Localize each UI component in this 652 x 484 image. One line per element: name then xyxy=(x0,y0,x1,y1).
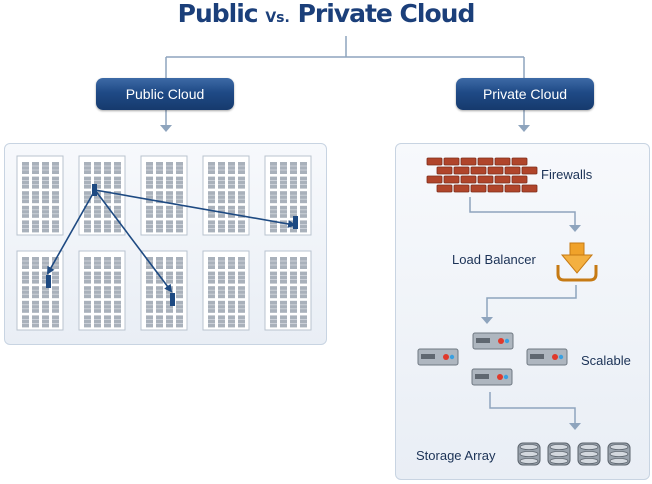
server-icon xyxy=(526,348,568,366)
arrow-down-icon xyxy=(569,225,581,232)
scalable-label: Scalable xyxy=(581,353,631,368)
flow-line xyxy=(489,392,576,424)
server-rack-icon xyxy=(78,155,126,236)
server-rack-icon xyxy=(16,250,64,331)
public-cloud-label: Public Cloud xyxy=(96,78,234,110)
arrow-down-icon xyxy=(160,125,172,132)
storage-disk-icon xyxy=(547,442,571,466)
arrow-down-icon xyxy=(569,423,581,430)
storage-disk-icon xyxy=(517,442,541,466)
server-icon xyxy=(472,332,514,350)
migration-arrow xyxy=(94,189,173,293)
private-cloud-label: Private Cloud xyxy=(456,78,594,110)
storage-array-label: Storage Array xyxy=(416,448,496,463)
title-private-cloud: Private Cloud xyxy=(297,0,476,28)
server-rack-icon xyxy=(202,250,250,331)
private-cloud-panel xyxy=(395,143,650,480)
server-rack-icon xyxy=(140,155,188,236)
storage-disk-icon xyxy=(577,442,601,466)
server-rack-icon xyxy=(140,250,188,331)
migration-arrow xyxy=(47,189,96,275)
arrow-down-icon xyxy=(518,125,530,132)
server-rack-icon xyxy=(16,155,64,236)
arrow-down-icon xyxy=(481,317,493,324)
title-public: Public xyxy=(177,0,259,28)
firewall-icon xyxy=(426,157,538,193)
server-rack-icon xyxy=(78,250,126,331)
load-balancer-label: Load Balancer xyxy=(452,252,536,267)
vm-block-icon xyxy=(170,293,175,306)
title-vs: Vs. xyxy=(265,10,290,26)
server-icon xyxy=(417,348,459,366)
firewalls-label: Firewalls xyxy=(541,167,593,182)
server-rack-icon xyxy=(264,250,312,331)
vm-block-icon xyxy=(293,216,298,229)
storage-disk-icon xyxy=(607,442,631,466)
flow-line xyxy=(486,285,577,318)
flow-line xyxy=(469,197,576,226)
migration-arrow xyxy=(94,189,296,228)
vm-block-icon xyxy=(92,184,97,196)
page-title: Public Vs. Private Cloud xyxy=(0,0,652,32)
load-balancer-icon xyxy=(556,242,598,282)
server-icon xyxy=(471,368,513,386)
vm-block-icon xyxy=(46,275,51,288)
